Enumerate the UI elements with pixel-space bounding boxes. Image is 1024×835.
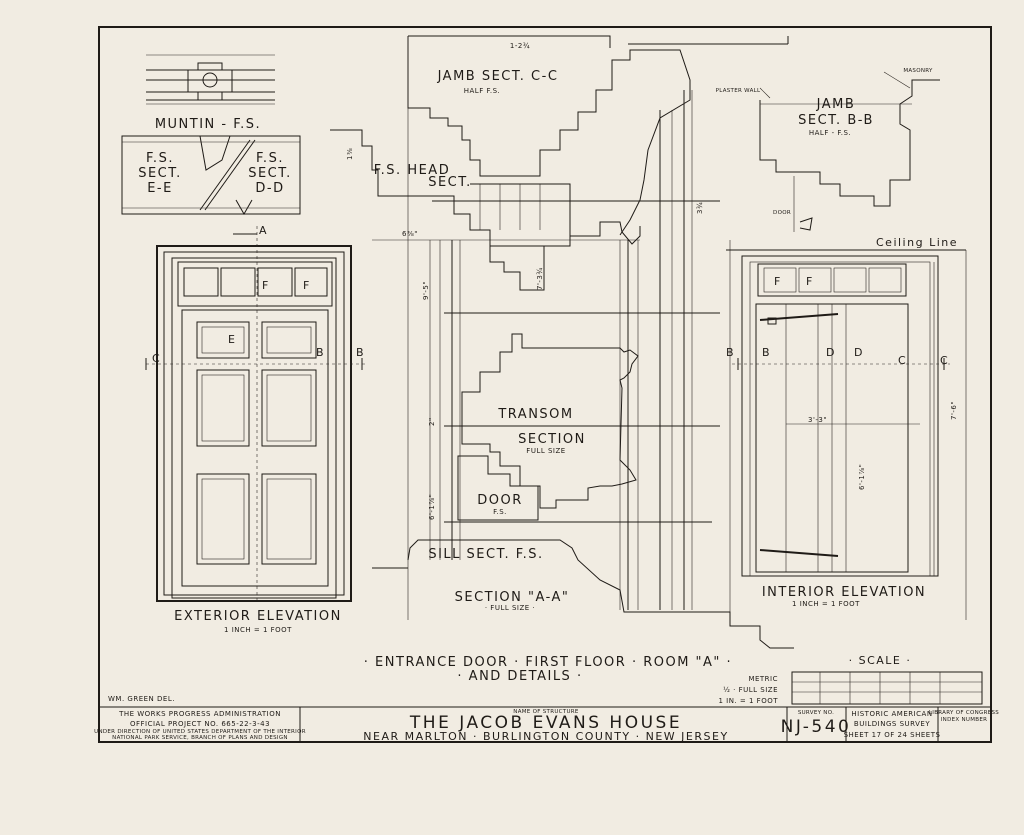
interior-mark-b-left: B	[726, 346, 735, 359]
section-aa-sub: · FULL SIZE ·	[485, 604, 535, 612]
masonry-label: MASONRY	[903, 68, 933, 74]
name-of-structure-label: NAME OF STRUCTURE	[513, 709, 579, 715]
jamb-bb-label-2: SECT. B-B	[798, 113, 874, 128]
interior-door-elevation	[726, 249, 967, 620]
dim-3-4: 3¾	[696, 202, 704, 214]
transom-label-3: FULL SIZE	[526, 447, 565, 455]
scale-label: · SCALE ·	[849, 654, 912, 667]
fs-dd-label-2: SECT.	[248, 166, 292, 181]
ceiling-line-label: Ceiling Line	[876, 236, 958, 249]
door-fs-label-1: DOOR	[477, 493, 523, 508]
sheet-border	[98, 26, 992, 743]
dim-6-3: 6⅜"	[402, 230, 418, 238]
sheet-number: SHEET 17 OF 24 SHEETS	[844, 731, 941, 739]
exterior-mark-c: C	[152, 352, 161, 365]
exterior-door-elevation	[145, 226, 366, 602]
interior-mark-b-right: B	[762, 346, 771, 359]
exterior-mark-b-left: B	[316, 346, 325, 359]
head-section	[330, 129, 720, 247]
dim-1-3: 1⅜	[346, 148, 354, 160]
exterior-mark-f: F	[262, 279, 270, 292]
fs-ee-label-1: F.S.	[146, 151, 174, 166]
wpa-line-2: OFFICIAL PROJECT NO. 665-22-3-43	[130, 720, 270, 728]
dim-top: 1-2¾	[510, 42, 530, 50]
house-name: THE JACOB EVANS HOUSE	[409, 713, 682, 733]
exterior-elevation-title: EXTERIOR ELEVATION	[174, 609, 342, 624]
transom-label-1: TRANSOM	[497, 407, 573, 422]
scale-metric: METRIC	[748, 675, 778, 683]
jamb-cc-section	[407, 35, 789, 620]
fs-ee-label-2: SECT.	[138, 166, 182, 181]
dim-2: 2"	[428, 417, 436, 426]
fs-dd-label-3: D-D	[255, 181, 284, 196]
dim-9-5: 9'-5"	[422, 281, 430, 300]
scale-half: ½ · FULL SIZE	[723, 686, 778, 694]
exterior-elevation-scale: 1 INCH = 1 FOOT	[224, 626, 292, 634]
interior-mark-c-left: C	[898, 354, 907, 367]
exterior-mark-f-2: F	[303, 279, 311, 292]
interior-mark-f-right: F	[806, 275, 814, 288]
fs-dd-label-1: F.S.	[256, 151, 284, 166]
scale-inch: 1 IN. = 1 FOOT	[718, 697, 778, 705]
transom-profile	[457, 246, 639, 521]
dim-6-4: 6'-1⅞"	[428, 494, 436, 520]
exterior-mark-b-right: B	[356, 346, 365, 359]
jamb-cc-sub: HALF F.S.	[464, 87, 501, 95]
fs-ee-label-3: E-E	[147, 181, 173, 196]
dim-7-6: 7'-6"	[950, 401, 958, 420]
dim-7-3: 7'-3¾	[536, 267, 544, 290]
ee-dd-section-detail	[121, 135, 301, 216]
section-aa-label: SECTION "A-A"	[455, 590, 570, 605]
transom-label-2: SECTION	[518, 432, 586, 447]
section-aa-frame	[429, 90, 731, 620]
survey-no-label: SURVEY NO.	[798, 710, 834, 716]
jamb-bb-sub: HALF - F.S.	[809, 129, 851, 137]
jamb-cc-label: JAMB SECT. C-C	[437, 69, 559, 84]
fs-head-label-1: F.S. HEAD	[374, 163, 450, 178]
interior-mark-d-left: D	[826, 346, 836, 359]
scale-bar	[791, 671, 983, 705]
fs-head-label-2: SECT.	[428, 175, 472, 190]
title-block	[99, 706, 991, 742]
muntin-detail	[146, 54, 275, 105]
wpa-line-1: THE WORKS PROGRESS ADMINISTRATION	[118, 710, 281, 718]
sill-label: SILL SECT. F.S.	[428, 547, 543, 562]
muntin-label: MUNTIN - F.S.	[155, 117, 261, 132]
door-small-label: DOOR	[773, 210, 791, 216]
interior-elevation-title: INTERIOR ELEVATION	[762, 585, 926, 600]
interior-mark-f-left: F	[774, 275, 782, 288]
habs-line-1: HISTORIC AMERICAN	[851, 710, 932, 718]
main-title-line-1: · ENTRANCE DOOR · FIRST FLOOR · ROOM "A"…	[364, 655, 732, 670]
delineator-label: WM. GREEN DEL.	[108, 695, 175, 703]
dim-6-11: 6'-1⅞"	[858, 464, 866, 490]
survey-no: NJ-540	[781, 717, 852, 737]
habs-line-2: BUILDINGS SURVEY	[854, 720, 930, 728]
exterior-mark-e: E	[228, 333, 236, 346]
sill-section	[372, 539, 794, 649]
main-title-line-2: · AND DETAILS ·	[457, 669, 582, 684]
jamb-bb-section	[759, 71, 940, 232]
plaster-wall-label: PLASTER WALL	[716, 88, 761, 94]
interior-elevation-scale: 1 INCH = 1 FOOT	[792, 600, 860, 608]
wpa-line-4: NATIONAL PARK SERVICE, BRANCH OF PLANS A…	[112, 735, 288, 741]
jamb-bb-label-1: JAMB	[816, 97, 856, 112]
loc-line-2: INDEX NUMBER	[941, 717, 988, 723]
interior-mark-d-right: D	[854, 346, 864, 359]
exterior-mark-a-top: A	[259, 224, 268, 237]
location: NEAR MARLTON · BURLINGTON COUNTY · NEW J…	[363, 730, 728, 743]
dim-3-3: 3'-3"	[808, 416, 827, 424]
interior-mark-c-right: C	[940, 354, 949, 367]
wpa-line-3: UNDER DIRECTION OF UNITED STATES DEPARTM…	[94, 729, 306, 735]
door-fs-label-2: F.S.	[493, 508, 507, 516]
loc-line-1: LIBRARY OF CONGRESS	[929, 710, 999, 716]
